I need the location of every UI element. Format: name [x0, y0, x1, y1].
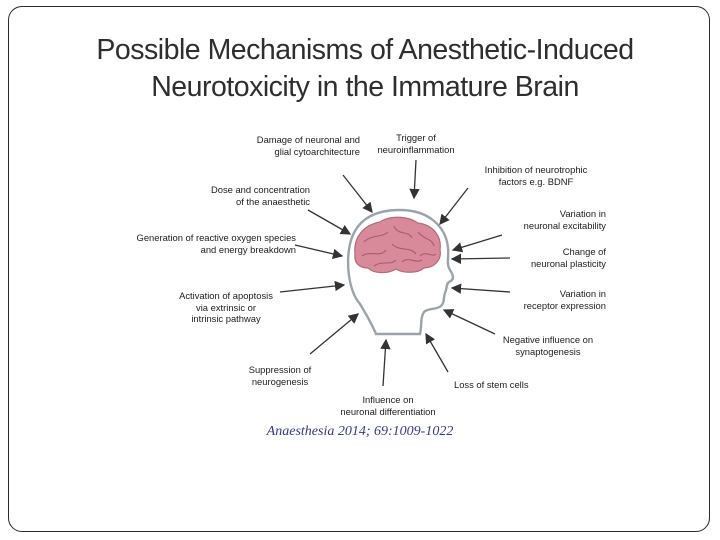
- diagram-graphics: [279, 159, 511, 387]
- arrow-differentiation: [380, 338, 391, 387]
- label-neurogenesis: Suppression of neurogenesis: [248, 364, 312, 387]
- arrow-ros: [294, 244, 344, 259]
- label-inflammation: Trigger of neuroinflammation: [377, 132, 455, 155]
- title-line-1: Possible Mechanisms of Anesthetic-Induce…: [96, 34, 634, 66]
- arrow-neurogenesis: [309, 313, 359, 355]
- title-line-2: Neurotoxicity in the Immature Brain: [151, 71, 579, 103]
- arrow-stemcells: [425, 332, 449, 373]
- slide-frame: [8, 6, 710, 532]
- slide-title: Possible Mechanisms of Anesthetic-Induce…: [40, 32, 690, 106]
- brain-gyri: [361, 225, 437, 267]
- label-receptor: Variation in receptor expression: [523, 288, 606, 311]
- label-apoptosis: Activation of apoptosis via extrinsic or…: [179, 290, 273, 324]
- label-differentiation: Influence on neuronal differentiation: [340, 394, 436, 417]
- arrow-dose: [307, 209, 352, 235]
- label-dose: Dose and concentration of the anaestheti…: [210, 184, 310, 207]
- arrow-inflammation: [409, 159, 420, 200]
- label-neurotrophic: Inhibition of neurotrophic factors e.g. …: [484, 164, 588, 187]
- label-excitability: Variation in neuronal excitability: [523, 208, 606, 231]
- arrow-plasticity: [450, 253, 511, 265]
- mechanism-diagram: Damage of neuronal and glial cytoarchite…: [137, 122, 620, 422]
- brain-icon: [354, 216, 441, 274]
- label-damage: Damage of neuronal and glial cytoarchite…: [256, 134, 360, 157]
- arrow-excitability: [451, 234, 503, 253]
- arrow-synaptogenesis: [442, 309, 496, 335]
- citation: Anaesthesia 2014; 69:1009-1022: [266, 424, 454, 439]
- arrow-damage: [342, 174, 373, 214]
- arrow-receptor: [450, 283, 511, 294]
- arrow-neurotrophic: [439, 187, 469, 226]
- label-ros: Generation of reactive oxygen species an…: [136, 232, 296, 255]
- label-plasticity: Change of neuronal plasticity: [530, 246, 606, 269]
- label-stemcells: Loss of stem cells: [454, 379, 529, 390]
- arrow-apoptosis: [279, 280, 346, 293]
- label-synaptogenesis: Negative influence on synaptogenesis: [502, 334, 594, 357]
